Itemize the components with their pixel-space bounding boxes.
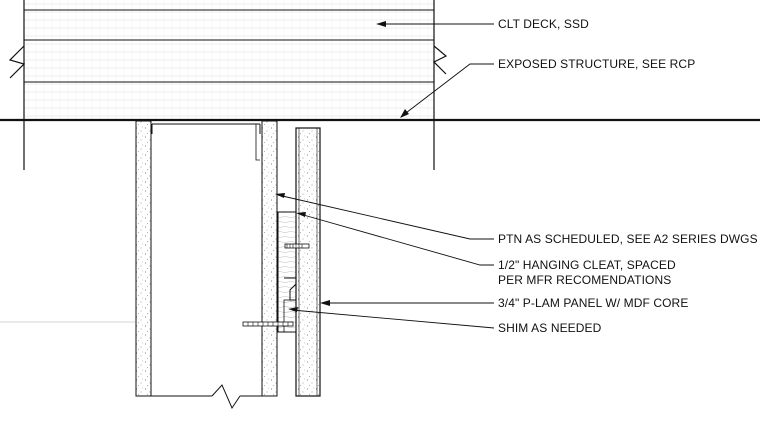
note-ptn: PTN AS SCHEDULED, SEE A2 SERIES DWGS bbox=[498, 232, 758, 246]
leader-cleat bbox=[299, 213, 494, 266]
leader-ptn bbox=[277, 194, 494, 240]
leader-shim bbox=[291, 309, 495, 329]
note-hanging-cleat-line2: PER MFR RECOMENDATIONS bbox=[498, 273, 672, 287]
note-hanging-cleat-line1: 1/2" HANGING CLEAT, SPACED bbox=[498, 258, 676, 272]
p-lam-panel bbox=[295, 127, 321, 397]
leaders bbox=[275, 21, 495, 329]
note-p-lam-panel: 3/4" P-LAM PANEL W/ MDF CORE bbox=[498, 296, 689, 310]
clt-deck bbox=[0, 0, 760, 122]
partition-wall bbox=[135, 120, 278, 410]
leader-exposed-structure bbox=[401, 63, 494, 117]
fasteners bbox=[242, 243, 310, 327]
note-shim: SHIM AS NEEDED bbox=[498, 321, 602, 335]
note-clt-deck: CLT DECK, SSD bbox=[498, 17, 589, 31]
hanging-cleat bbox=[277, 211, 297, 333]
note-exposed-structure: EXPOSED STRUCTURE, SEE RCP bbox=[498, 57, 696, 71]
exposed-structure-beam bbox=[23, 120, 435, 170]
